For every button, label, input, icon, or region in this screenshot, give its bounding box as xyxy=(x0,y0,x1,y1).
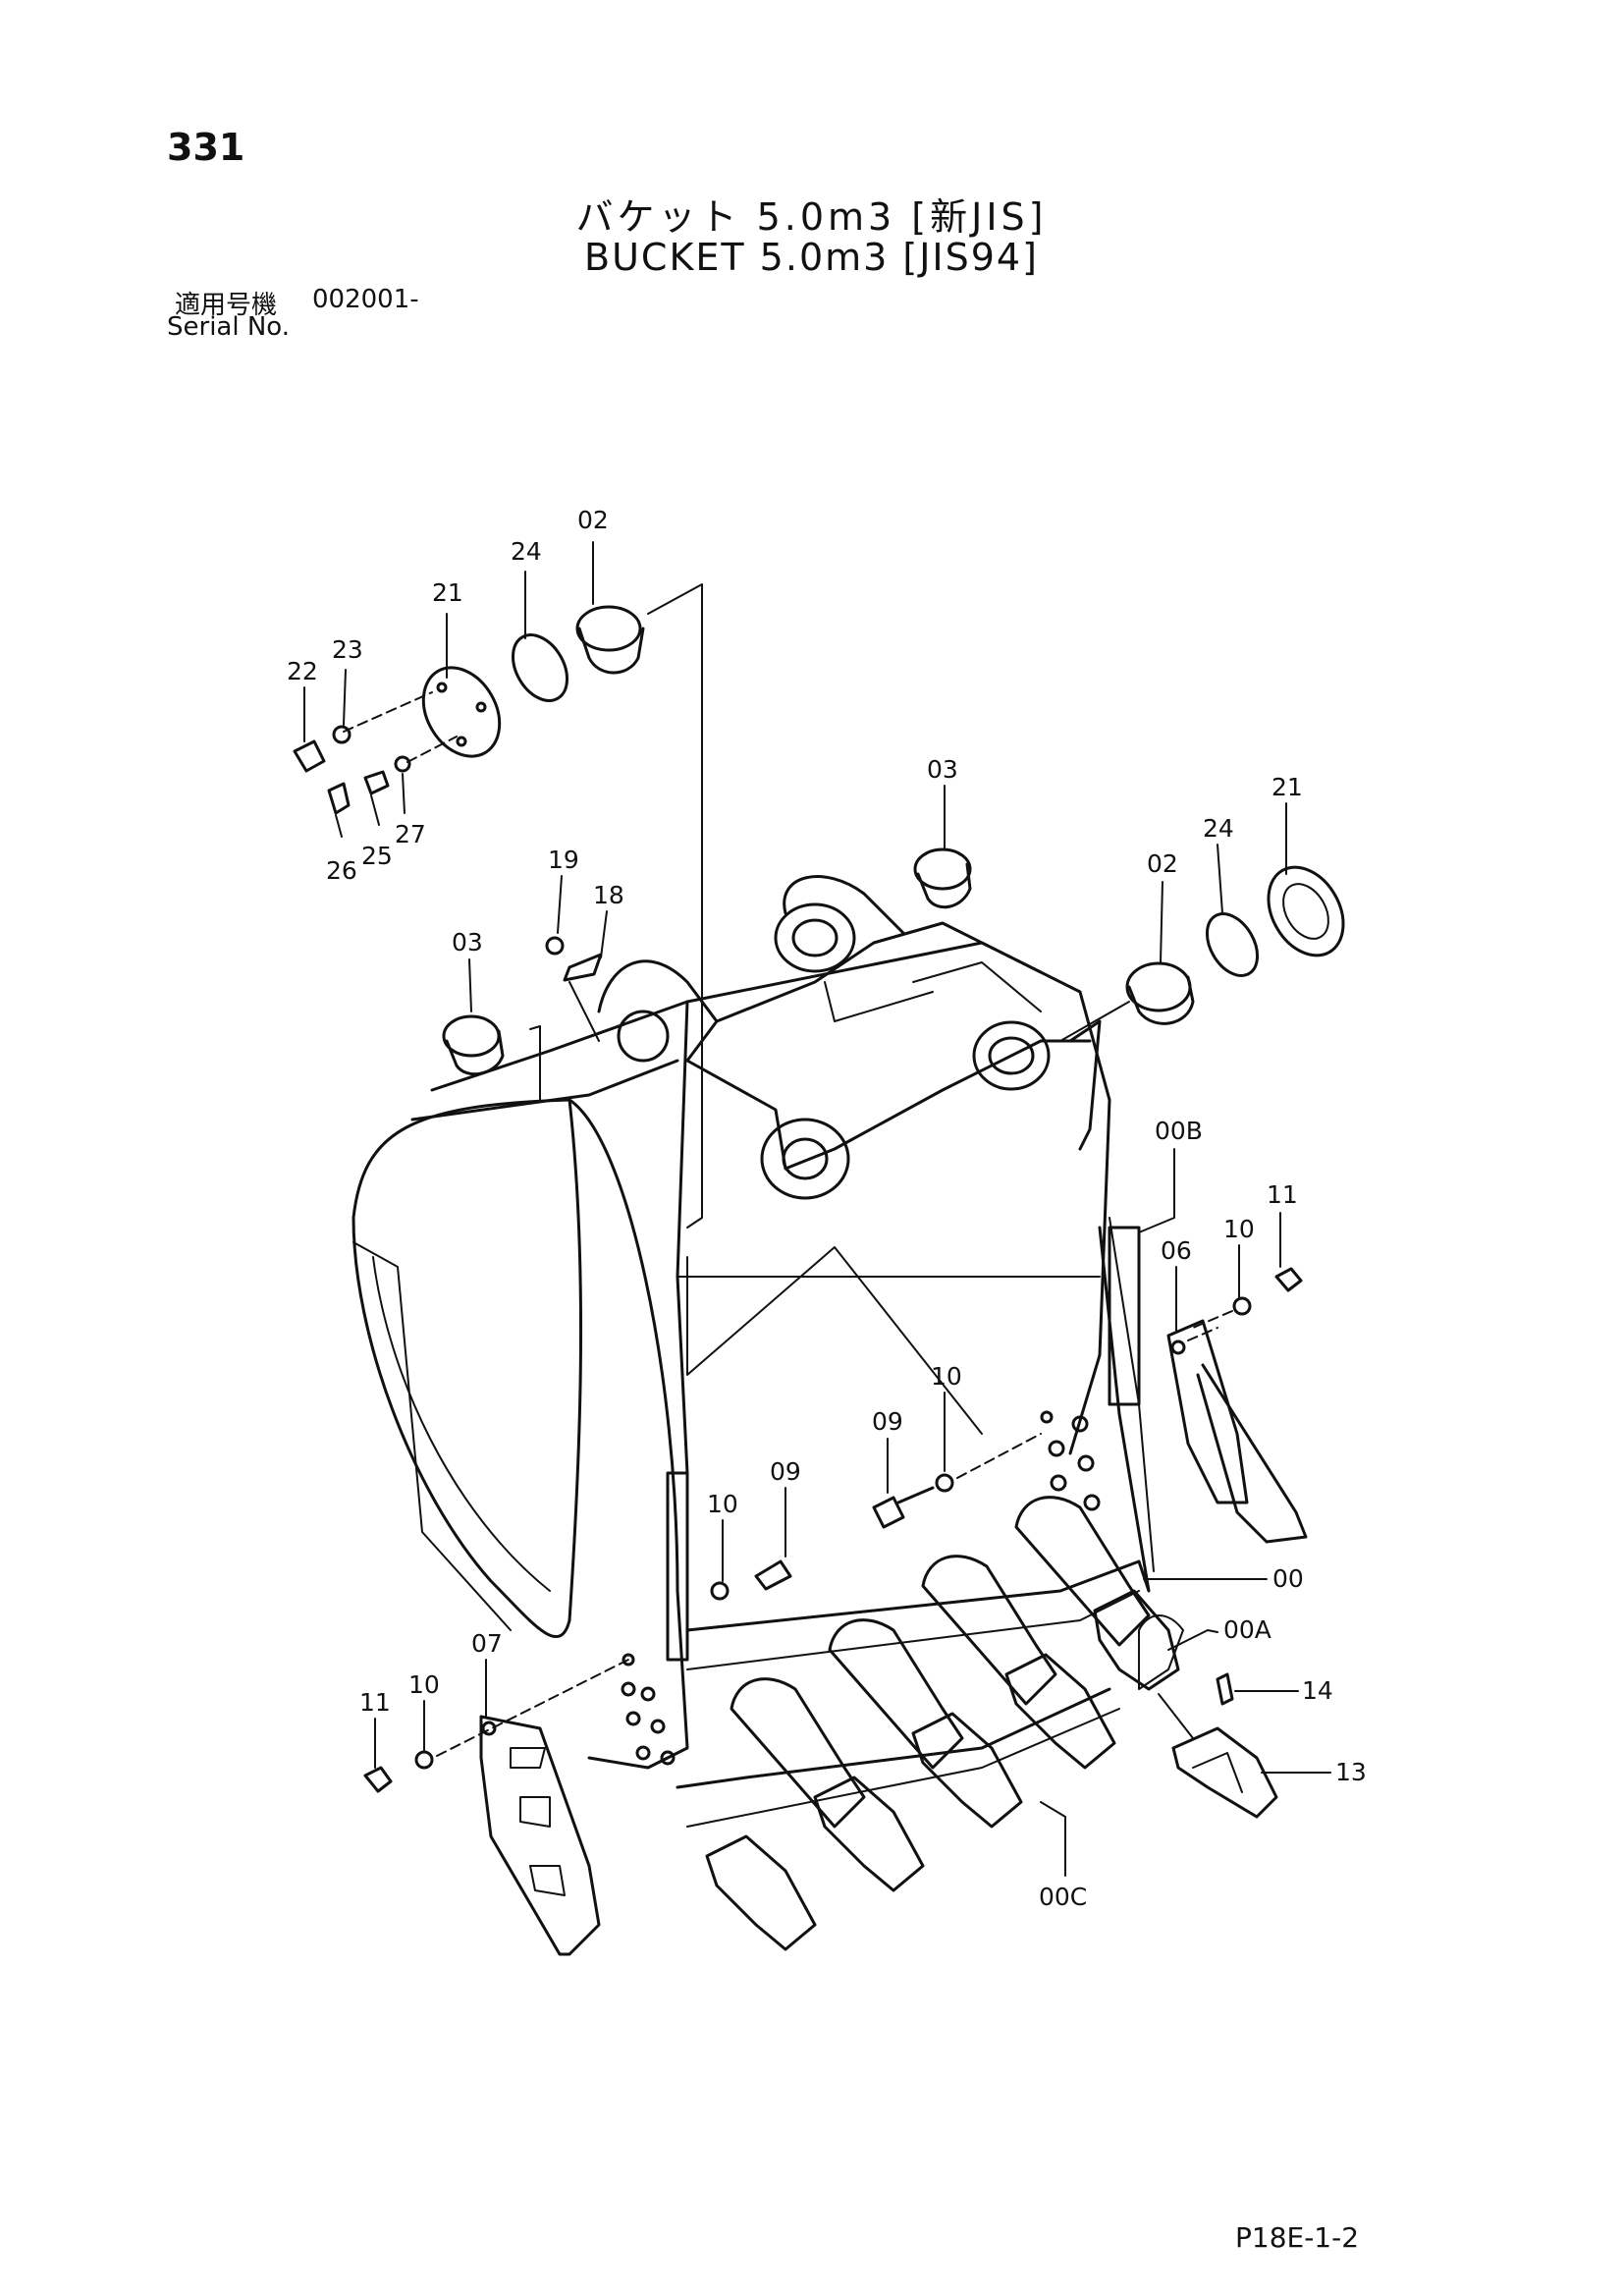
mid-bolts xyxy=(686,1246,1042,1601)
callout-23: 23 xyxy=(332,635,363,664)
callout-00C: 00C xyxy=(1039,1883,1087,1911)
serial-number-value: 002001- xyxy=(312,285,419,314)
left-mid-parts xyxy=(442,936,603,1101)
callout-22: 22 xyxy=(287,657,318,685)
upper-right-parts xyxy=(913,847,1345,1042)
callout-21-top: 21 xyxy=(432,578,463,607)
callout-27: 27 xyxy=(395,820,426,848)
callout-10-low: 10 xyxy=(707,1490,738,1518)
callout-00: 00 xyxy=(1272,1564,1304,1593)
callout-10-right: 10 xyxy=(1223,1215,1255,1243)
callout-18: 18 xyxy=(593,881,624,909)
title-english: BUCKET 5.0m3 [JIS94] xyxy=(584,236,1039,279)
left-side-cutter xyxy=(363,1659,629,1956)
callout-25: 25 xyxy=(361,842,393,870)
callout-09-low: 09 xyxy=(770,1457,801,1486)
callout-02-right: 02 xyxy=(1147,849,1178,878)
callout-24-right: 24 xyxy=(1203,814,1234,843)
callout-13: 13 xyxy=(1335,1758,1367,1786)
callout-11-right: 11 xyxy=(1267,1180,1298,1209)
teeth-assembly xyxy=(705,1496,1278,1951)
callout-03-left: 03 xyxy=(452,928,483,957)
bucket-bracket xyxy=(597,875,1102,1200)
callout-00A: 00A xyxy=(1223,1615,1271,1644)
page-number: 331 xyxy=(167,126,245,169)
callout-03-right: 03 xyxy=(927,755,958,784)
bucket-body xyxy=(352,941,1155,1828)
callout-labels: 02 24 21 23 22 26 25 27 03 21 24 02 19 1… xyxy=(287,506,1367,1911)
callout-19: 19 xyxy=(548,846,579,874)
serial-label-english: Serial No. xyxy=(167,312,290,342)
callout-24-top: 24 xyxy=(511,537,542,566)
callout-26: 26 xyxy=(326,856,357,885)
callout-00B: 00B xyxy=(1155,1117,1203,1145)
upper-left-parts xyxy=(293,583,703,1229)
right-side-cutter xyxy=(1166,1267,1308,1544)
callout-09-mid: 09 xyxy=(872,1407,903,1436)
callout-21-right: 21 xyxy=(1271,773,1303,801)
callout-10-left: 10 xyxy=(408,1670,440,1699)
callout-06: 06 xyxy=(1161,1236,1192,1265)
callout-07: 07 xyxy=(471,1629,503,1658)
footer-code: P18E-1-2 xyxy=(1235,2221,1360,2254)
callout-11-left: 11 xyxy=(359,1688,391,1717)
title-japanese: バケット 5.0m3 [新JIS] xyxy=(575,195,1048,239)
callout-02-top: 02 xyxy=(577,506,609,534)
leader-lines xyxy=(303,541,1331,1877)
serial-label-japanese: 適用号機 xyxy=(175,291,278,320)
callout-10-mid: 10 xyxy=(931,1362,962,1391)
callout-14: 14 xyxy=(1302,1676,1333,1705)
